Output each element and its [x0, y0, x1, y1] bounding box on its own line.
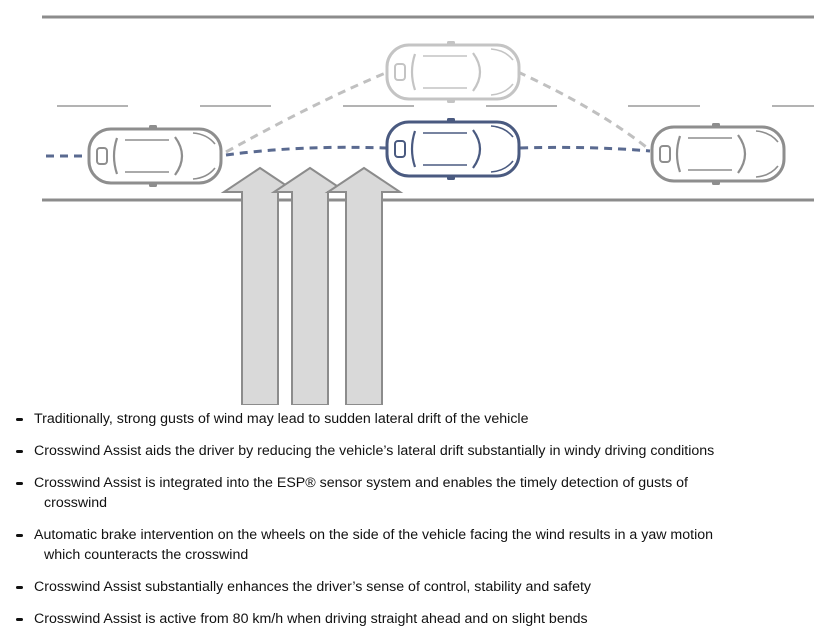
wind-arrow-icon [270, 166, 350, 405]
car-icon [650, 121, 786, 187]
list-item: Crosswind Assist is active from 80 km/h … [14, 609, 824, 629]
drift-path-without-assist [225, 70, 651, 154]
car-icon [87, 123, 223, 189]
bullet-icon [16, 450, 23, 453]
bullet-icon [16, 482, 23, 485]
car-icon [385, 116, 521, 182]
bullet-text: Crosswind Assist is integrated into the … [34, 475, 688, 491]
crosswind-diagram [42, 15, 814, 405]
bullet-icon [16, 586, 23, 589]
bullet-text-continued: crosswind [44, 495, 108, 511]
list-item: Crosswind Assist aids the driver by redu… [14, 441, 824, 461]
list-item: Automatic brake intervention on the whee… [14, 525, 824, 565]
list-item: Traditionally, strong gusts of wind may … [14, 409, 824, 429]
list-item: Crosswind Assist substantially enhances … [14, 577, 824, 597]
wind-arrow-icon [220, 166, 300, 405]
path-with-assist [46, 145, 651, 158]
bullet-text: Automatic brake intervention on the whee… [34, 527, 714, 543]
car-icon [385, 39, 521, 105]
bullet-icon [16, 618, 23, 621]
bullet-text: Traditionally, strong gusts of wind may … [34, 411, 529, 427]
bullet-text-continued: which counteracts the crosswind [44, 547, 249, 563]
bullet-text: Crosswind Assist is active from 80 km/h … [34, 611, 588, 627]
wind-arrows [220, 166, 404, 405]
feature-bullet-list: Traditionally, strong gusts of wind may … [14, 409, 824, 629]
bullet-text: Crosswind Assist aids the driver by redu… [34, 443, 715, 459]
bullet-text: Crosswind Assist substantially enhances … [34, 579, 592, 595]
bullet-icon [16, 418, 23, 421]
list-item: Crosswind Assist is integrated into the … [14, 473, 824, 513]
wind-arrow-icon [324, 166, 404, 405]
bullet-icon [16, 534, 23, 537]
